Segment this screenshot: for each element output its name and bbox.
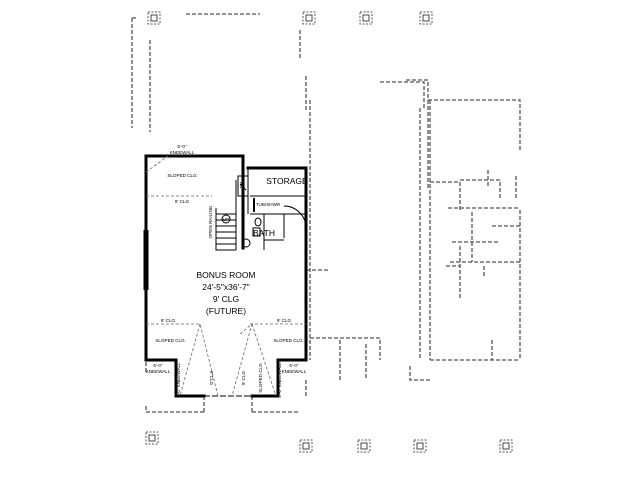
clg-9-top-label: 9' CLG bbox=[175, 199, 190, 204]
dn-label: DN bbox=[239, 182, 244, 189]
clg-9-right-label: 9' CLG bbox=[277, 318, 292, 323]
sloped-clg-left-label: SLOPED CLG bbox=[155, 338, 185, 343]
sloped-clg-right-label: SLOPED CLG bbox=[273, 338, 303, 343]
open-railing-label: OPEN RAILING bbox=[208, 205, 213, 238]
stairs bbox=[215, 175, 251, 251]
kneewall-right-height: 5'-0" bbox=[289, 363, 299, 368]
up-label: UP bbox=[223, 217, 229, 222]
kneewall-left-label: KNEEWALL bbox=[146, 369, 171, 374]
kneewall-top-height: 5'-0" bbox=[177, 144, 187, 149]
kneewall-left-height: 5'-0" bbox=[153, 363, 163, 368]
ceiling-lines bbox=[145, 155, 306, 397]
kneewall-vert-left-label: 5'-0" KNEEWALL bbox=[176, 362, 181, 398]
clg-9-vert-a-label: 9' CLG bbox=[209, 371, 214, 386]
kneewall-top-label: KNEEWALL bbox=[170, 150, 195, 155]
clg-9-left-label: 9' CLG bbox=[161, 318, 176, 323]
tub-shower-label: TUB/SHWR bbox=[256, 202, 281, 207]
bonus-room-note: (FUTURE) bbox=[206, 306, 246, 316]
clg-9-vert-b-label: 9' CLG bbox=[241, 370, 246, 385]
bath-label: BATH bbox=[253, 228, 275, 238]
bonus-room-ceiling: 9' CLG bbox=[213, 294, 239, 304]
kneewall-vert-right-label: 5'-0" KNEEWALL bbox=[277, 362, 282, 398]
sloped-clg-vert-label: SLOPED CLG bbox=[258, 363, 263, 393]
lower-floor-outline bbox=[131, 13, 521, 413]
bonus-room-size: 24'-5"x36'-7" bbox=[202, 282, 250, 292]
porch-posts bbox=[145, 11, 513, 453]
bath-fixtures bbox=[252, 198, 307, 237]
labels: 5'-0" KNEEWALL SLOPED CLG 9' CLG STORAGE… bbox=[146, 144, 308, 398]
storage-label: STORAGE bbox=[266, 176, 308, 186]
sloped-clg-top-label: SLOPED CLG bbox=[167, 173, 197, 178]
bonus-room-name: BONUS ROOM bbox=[196, 270, 255, 280]
kneewall-right-label: KNEEWALL bbox=[282, 369, 307, 374]
bonus-room-walls bbox=[143, 154, 308, 398]
